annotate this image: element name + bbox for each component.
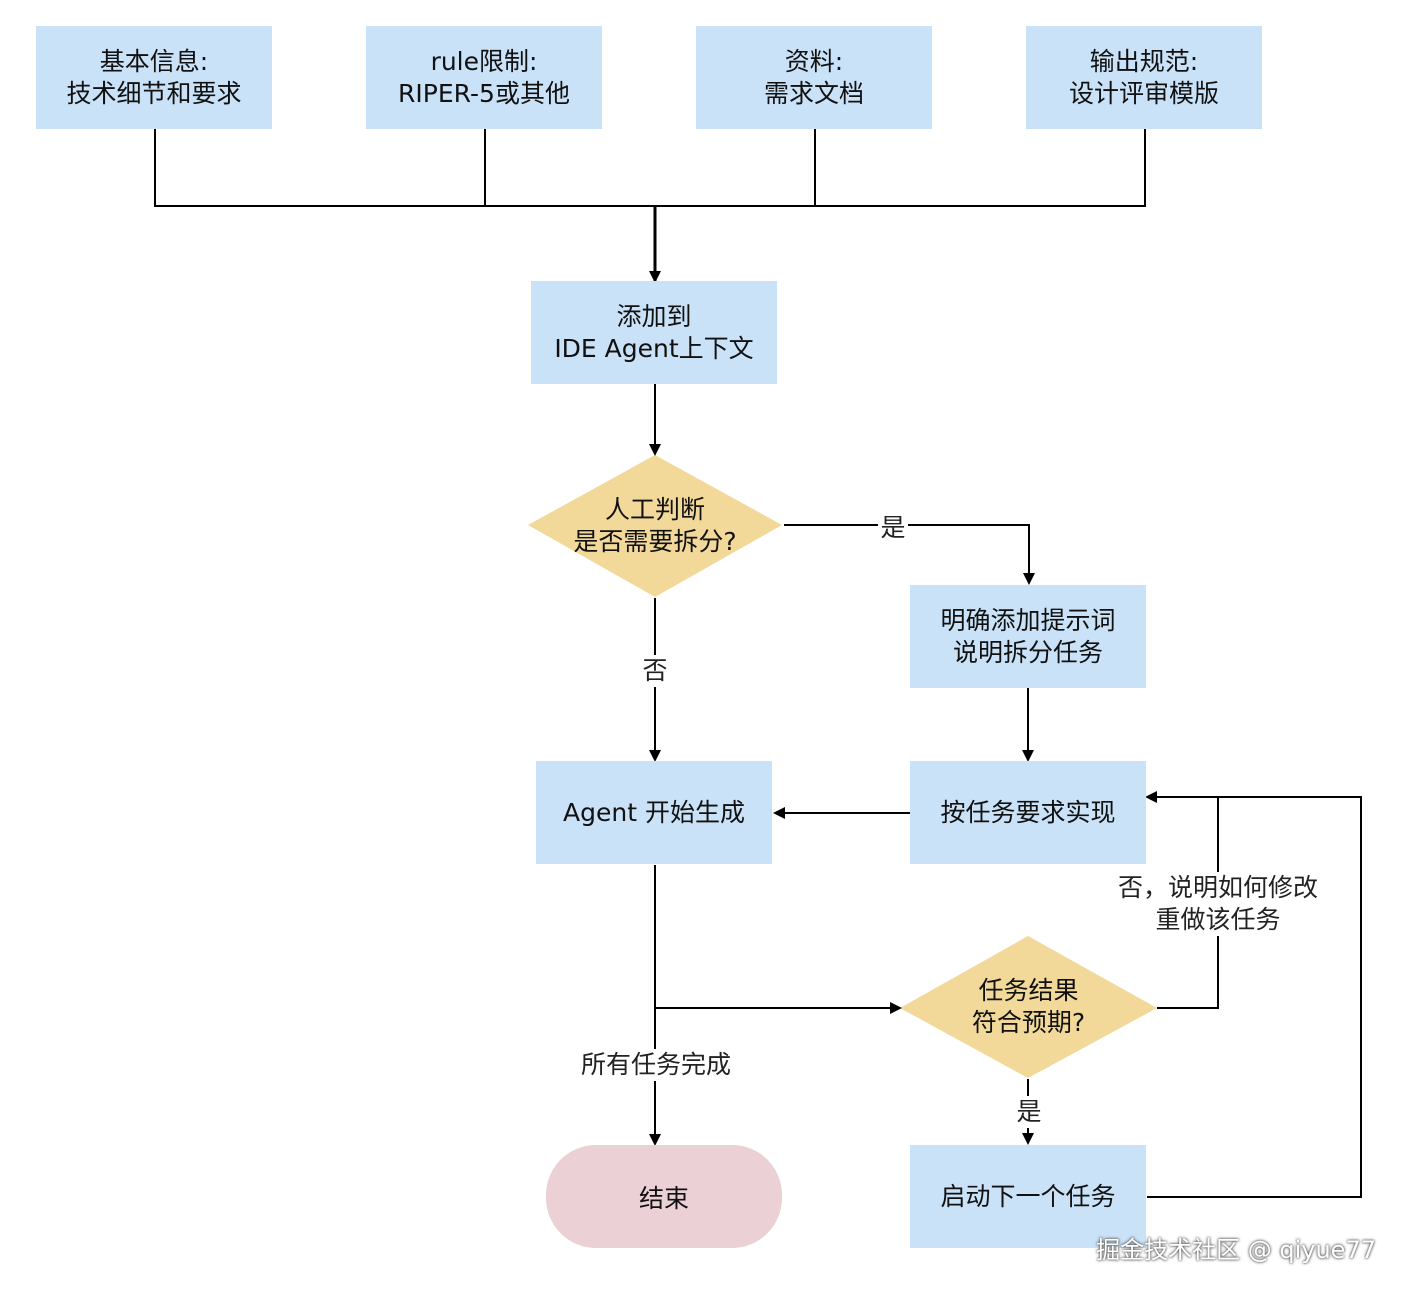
decision-split: 人工判断 是否需要拆分? (528, 455, 782, 597)
arrow-next-to-implement (1147, 796, 1362, 1198)
end-label: 结束 (638, 1183, 689, 1213)
next-task-label: 启动下一个任务 (940, 1181, 1116, 1211)
split-prompt-box: 明确添加提示词 说明拆分任务 (910, 585, 1146, 688)
input-materials-title: 资料: (784, 46, 844, 76)
input-output-spec-detail: 设计评审模版 (1068, 78, 1219, 108)
decision-split-line1: 人工判断 (604, 495, 705, 524)
label-yes-result: 是 (1014, 1096, 1044, 1128)
agent-generate-box: Agent 开始生成 (536, 761, 772, 864)
split-prompt-line1: 明确添加提示词 (940, 605, 1116, 635)
label-all-done: 所有任务完成 (575, 1049, 737, 1081)
implement-task-box: 按任务要求实现 (910, 761, 1146, 864)
context-box: 添加到 IDE Agent上下文 (531, 281, 777, 384)
merge-connector (154, 129, 1146, 207)
label-no-split: 否 (640, 655, 670, 687)
context-box-line2: IDE Agent上下文 (554, 333, 754, 363)
label-redo-line2: 重做该任务 (1155, 905, 1281, 934)
input-rule-limits-detail: RIPER-5或其他 (398, 78, 570, 108)
input-output-spec-title: 输出规范: (1089, 46, 1199, 76)
implement-task-label: 按任务要求实现 (940, 797, 1116, 827)
input-materials-detail: 需求文档 (763, 78, 864, 108)
decision-result-shape (900, 936, 1157, 1078)
watermark: 掘金技术社区 @ qiyue77 (1096, 1236, 1376, 1264)
arrow-yes-to-split (784, 524, 1035, 585)
split-prompt-line2: 说明拆分任务 (952, 637, 1103, 667)
input-basic-info-title: 基本信息: (99, 46, 209, 76)
input-rule-limits-title: rule限制: (430, 46, 538, 76)
decision-result-line1: 任务结果 (978, 976, 1079, 1005)
decision-split-shape (528, 455, 782, 597)
input-rule-limits: rule限制: RIPER-5或其他 (366, 26, 602, 129)
context-box-line1: 添加到 (616, 301, 692, 331)
agent-generate-label: Agent 开始生成 (563, 797, 745, 827)
input-basic-info-detail: 技术细节和要求 (66, 78, 242, 108)
end-terminal: 结束 (546, 1145, 782, 1248)
input-materials: 资料: 需求文档 (696, 26, 932, 129)
decision-result-line2: 符合预期? (971, 1008, 1086, 1037)
input-basic-info: 基本信息: 技术细节和要求 (36, 26, 272, 129)
decision-result: 任务结果 符合预期? (900, 936, 1157, 1078)
decision-split-line2: 是否需要拆分? (573, 527, 737, 556)
next-task-box: 启动下一个任务 (910, 1145, 1146, 1248)
label-yes-split: 是 (878, 512, 908, 544)
label-redo-line1: 否，说明如何修改 (1117, 873, 1318, 902)
label-redo: 否，说明如何修改 重做该任务 (1110, 872, 1326, 936)
input-output-spec: 输出规范: 设计评审模版 (1026, 26, 1262, 129)
